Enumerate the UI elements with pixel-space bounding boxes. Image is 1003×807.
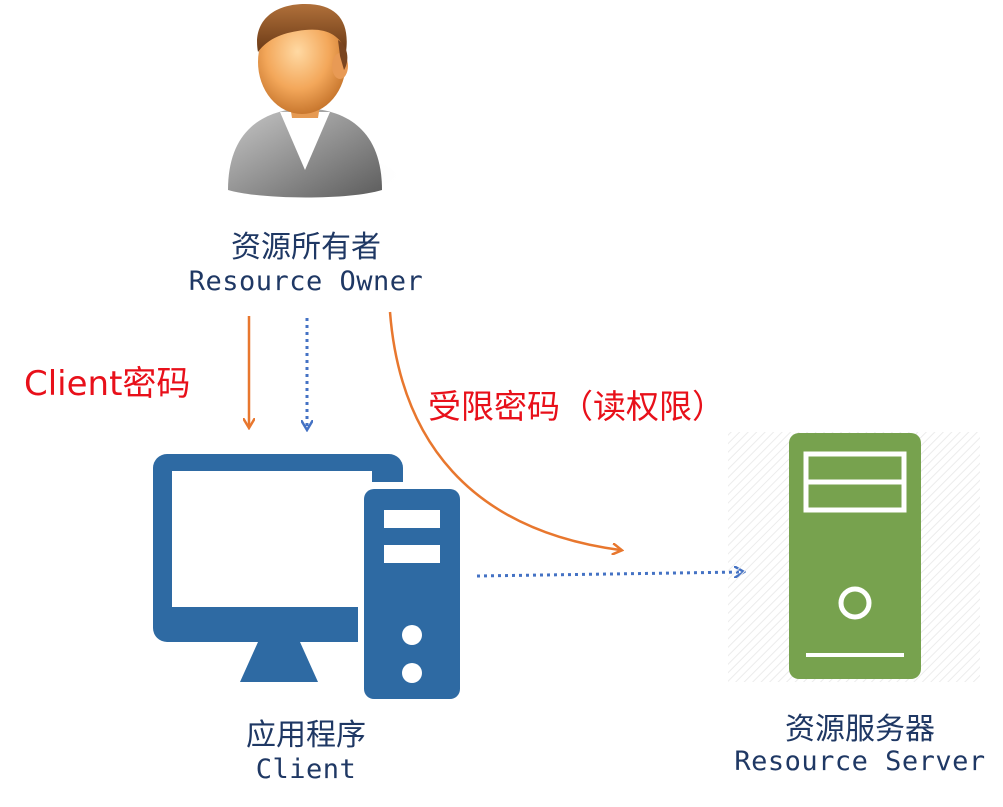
client-title-en: Client [255,754,357,785]
client-computer-icon [153,454,466,704]
client-title-cn: 应用程序 [246,718,366,753]
client-password-label: Client密码 [24,364,191,404]
resource-server-title-en: Resource Server [734,746,986,777]
resource-server-title-cn: 资源服务器 [785,712,935,747]
owner-avatar-icon [215,4,405,198]
client-to-server-dotted-arrow [476,572,742,576]
owner-to-server-restricted-arrow [388,311,620,550]
restricted-password-label: 受限密码（读权限） [428,387,725,426]
resource-server-icon [728,432,980,682]
resource-owner-title-en: Resource Owner [188,266,424,297]
resource-owner-title-cn: 资源所有者 [231,230,381,265]
